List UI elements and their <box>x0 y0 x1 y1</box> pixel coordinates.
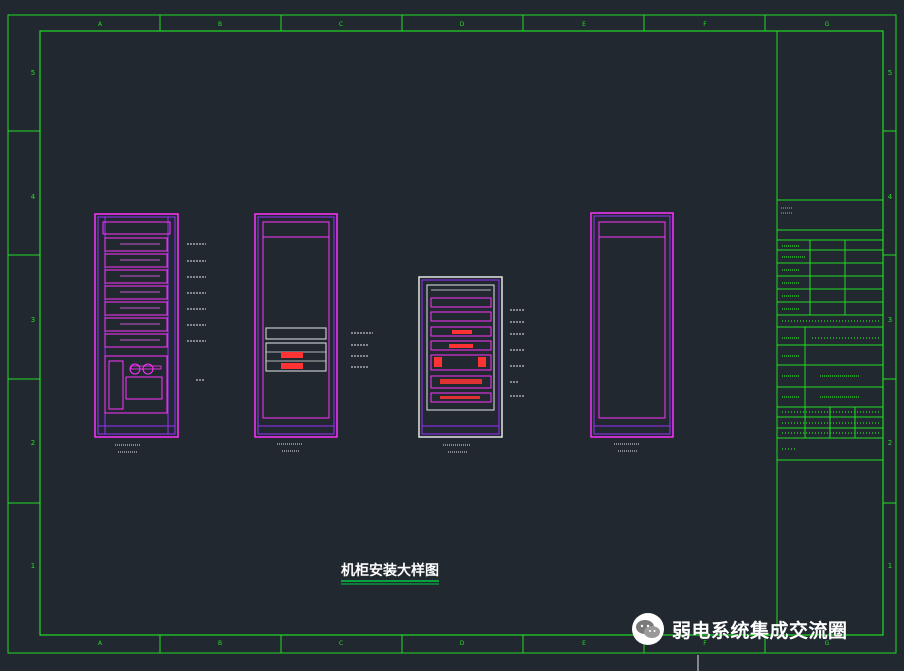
equipment-block <box>452 330 472 334</box>
equipment-block <box>281 352 303 358</box>
border-letter: D <box>460 21 465 28</box>
border-left-labels: 5 4 3 2 1 <box>31 69 36 570</box>
inner-frame <box>39 30 884 636</box>
equipment-block <box>440 379 482 384</box>
cabinet-1-annotations <box>115 243 206 453</box>
network-units <box>430 297 492 403</box>
border-letter: A <box>98 640 103 647</box>
title-block-text <box>781 207 880 450</box>
cabinet-2 <box>254 213 338 438</box>
border-letter: F <box>703 21 707 28</box>
cabinet-3-network <box>418 276 503 438</box>
border-top-labels: A B C D E F G <box>98 21 830 28</box>
border-letter: C <box>339 21 343 28</box>
equipment-block <box>440 396 480 399</box>
server-units <box>104 237 168 348</box>
cabinet-1-server <box>94 213 179 438</box>
cabinet-4-empty <box>590 212 674 438</box>
border-letter: F <box>703 640 707 647</box>
border-number: 4 <box>31 193 36 201</box>
border-letter: E <box>582 21 586 28</box>
cabinet-3-annotations <box>443 309 524 453</box>
border-number: 5 <box>888 69 892 77</box>
equipment-block <box>449 344 473 348</box>
border-letter: B <box>218 21 222 28</box>
outer-frame <box>7 14 897 654</box>
server-unit-details <box>120 243 160 341</box>
border-number: 2 <box>31 439 35 447</box>
border-right-labels: 5 4 3 2 1 <box>888 69 893 570</box>
border-number: 4 <box>888 193 893 201</box>
border-bottom-labels: A B C D E F G <box>98 640 830 647</box>
border-number: 3 <box>888 316 892 324</box>
cabinet-4-annotations <box>614 443 640 452</box>
border-number: 1 <box>888 562 892 570</box>
border-number: 1 <box>31 562 35 570</box>
border-letter: G <box>825 21 830 28</box>
border-number: 3 <box>31 316 35 324</box>
equipment-block <box>281 363 303 369</box>
cabinet-2-annotations <box>277 332 373 452</box>
wechat-icon <box>632 613 664 645</box>
watermark-text: 弱电系统集成交流圈 <box>672 619 848 642</box>
border-letter: E <box>582 640 586 647</box>
border-letter: B <box>218 640 222 647</box>
title-block <box>777 199 883 461</box>
watermark: 弱电系统集成交流圈 <box>632 612 848 646</box>
equipment-block <box>478 357 486 367</box>
border-letter: G <box>825 640 830 647</box>
border-letter: A <box>98 21 103 28</box>
border-number: 2 <box>888 439 892 447</box>
border-letter: C <box>339 640 343 647</box>
drawing-title: 机柜安装大样图 <box>341 562 439 579</box>
border-number: 5 <box>31 69 35 77</box>
equipment-block <box>434 357 442 367</box>
border-letter: D <box>460 640 465 647</box>
